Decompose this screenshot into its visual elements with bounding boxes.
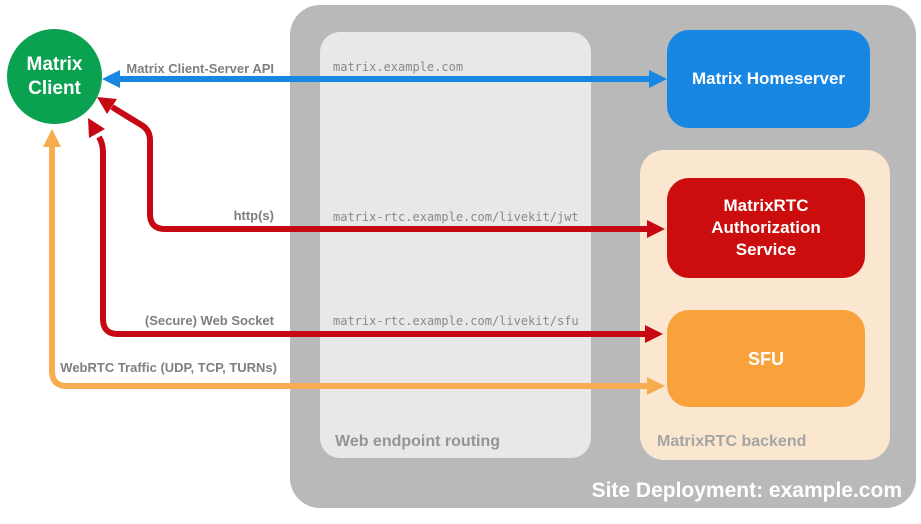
site-deployment-caption: Site Deployment: example.com: [591, 479, 902, 502]
node-matrixrtc-authorization-service: MatrixRTC Authorization Service: [667, 178, 865, 278]
endpoint-livekit-jwt: matrix-rtc.example.com/livekit/jwt: [333, 210, 579, 224]
web-endpoint-routing-caption: Web endpoint routing: [335, 433, 501, 450]
matrix-client-label-line1: Matrix: [26, 53, 83, 75]
arrowhead-left-client: [102, 70, 120, 88]
matrix-client-label-line2: Client: [28, 77, 81, 99]
endpoint-matrix: matrix.example.com: [333, 60, 464, 74]
label-client-server-api: Matrix Client-Server API: [126, 61, 274, 76]
label-https: http(s): [233, 208, 274, 223]
node-matrix-homeserver: Matrix Homeserver: [667, 30, 870, 128]
label-webrtc-traffic: WebRTC Traffic (UDP, TCP, TURNs): [60, 360, 277, 375]
node-sfu: SFU: [667, 310, 865, 407]
matrix-client-label: Matrix Client: [27, 53, 83, 101]
arrowhead-webrtc-client: [43, 129, 61, 147]
label-websocket: (Secure) Web Socket: [144, 313, 274, 328]
matrixrtc-backend-caption: MatrixRTC backend: [657, 433, 807, 450]
arrowhead-websocket-client: [88, 118, 105, 138]
endpoint-livekit-sfu: matrix-rtc.example.com/livekit/sfu: [333, 314, 579, 328]
matrixrtc-authorization-service-label: MatrixRTC Authorization Service: [711, 196, 821, 259]
node-matrix-client: Matrix Client: [7, 29, 102, 124]
web-endpoint-routing-container: [320, 32, 591, 458]
arrowhead-https-client: [97, 97, 117, 114]
sfu-label: SFU: [748, 348, 784, 369]
matrix-homeserver-label: Matrix Homeserver: [691, 69, 846, 88]
